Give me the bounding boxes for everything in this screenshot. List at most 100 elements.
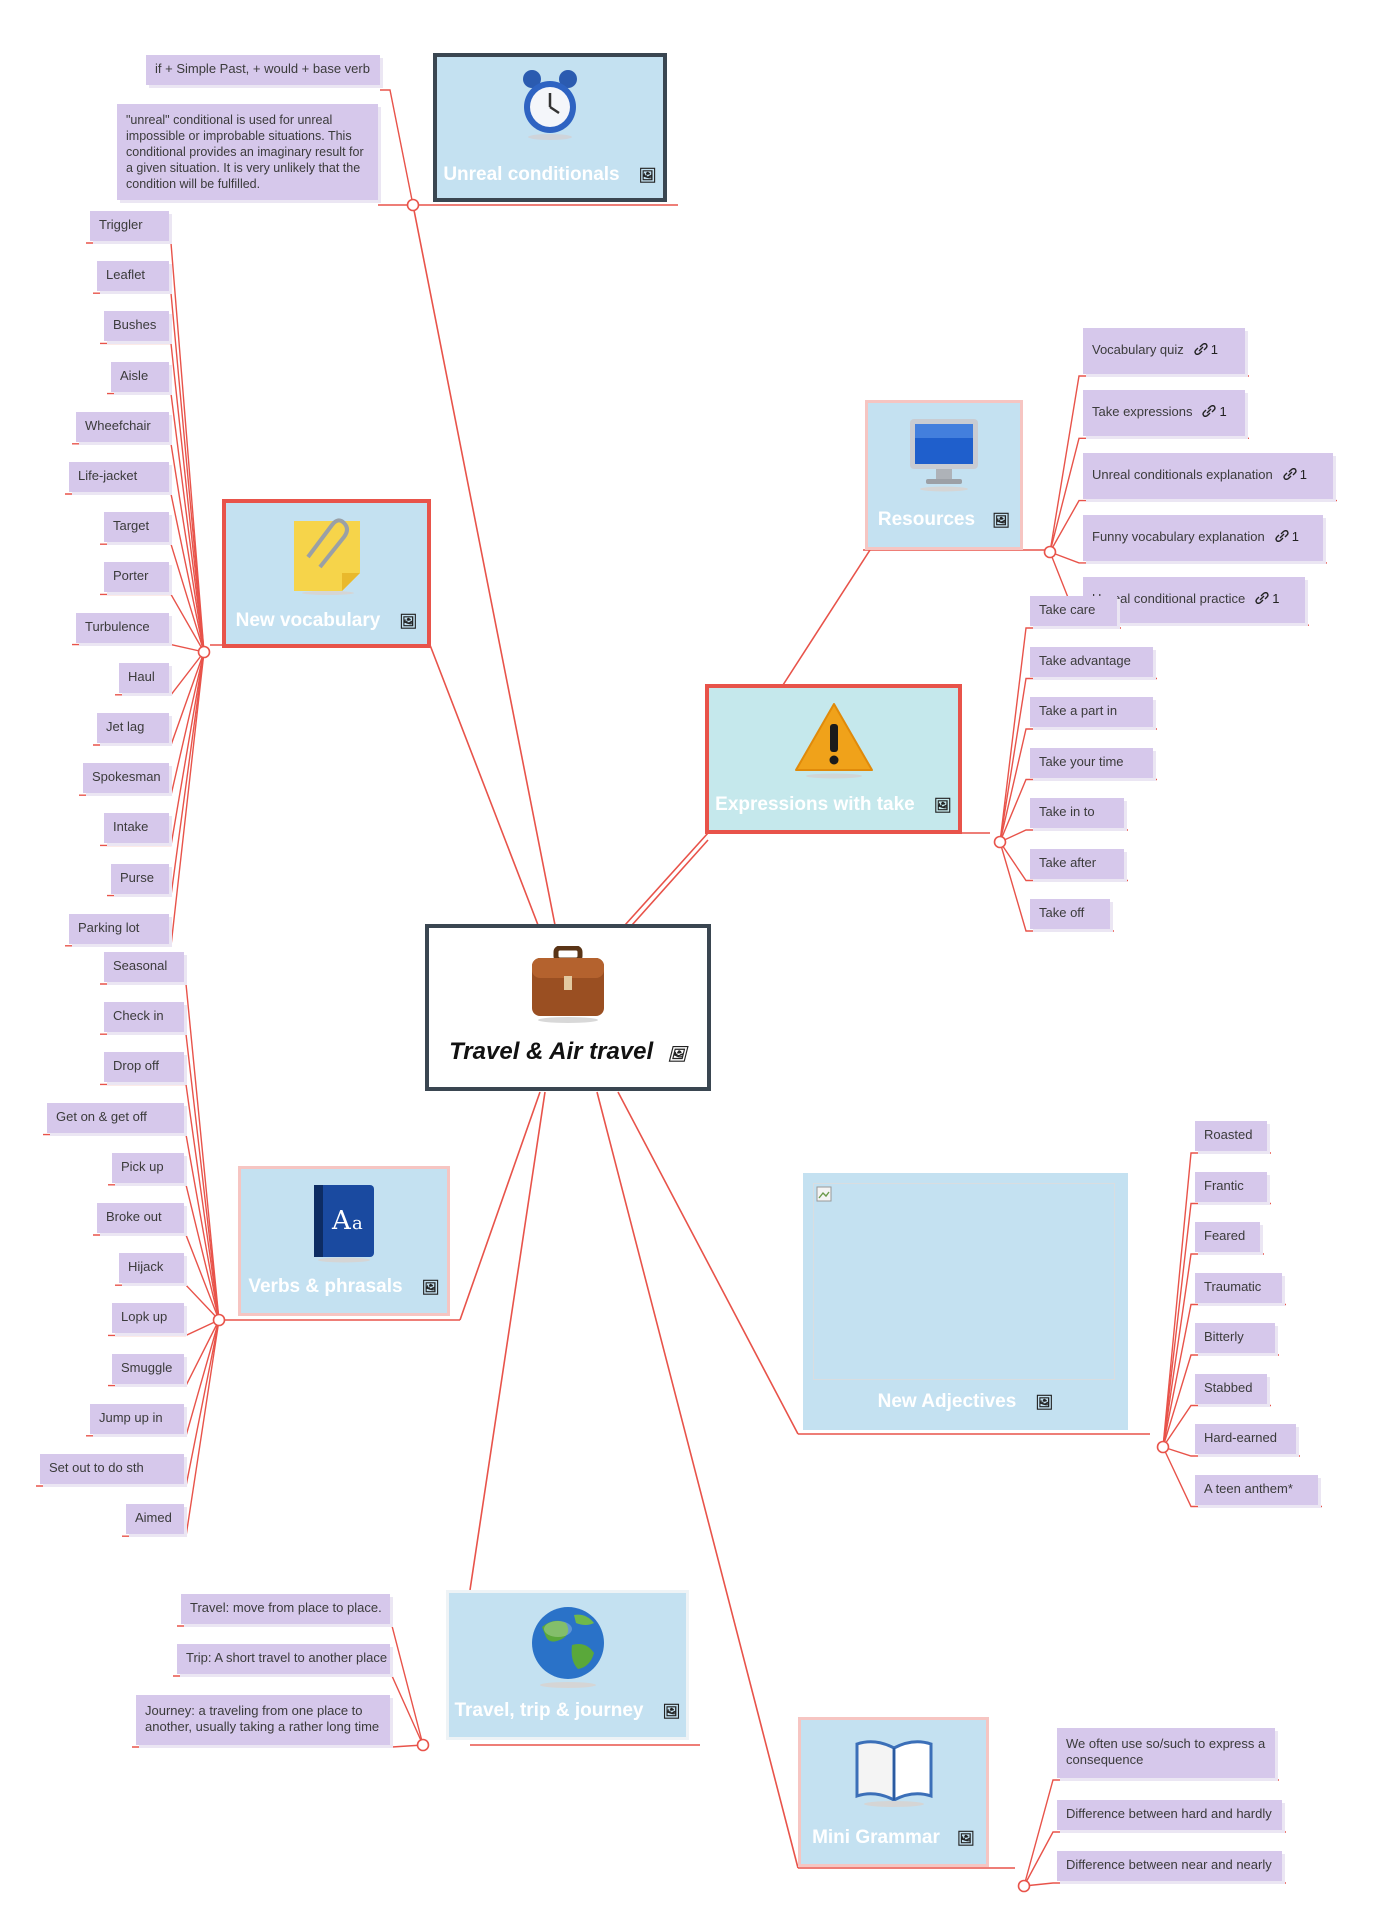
vocab-item-aisle[interactable]: Aisle: [111, 361, 169, 392]
broken-image-icon: [813, 1183, 1115, 1380]
take-item-take-your-time[interactable]: Take your time: [1030, 747, 1153, 778]
leaf-label: Turbulence: [85, 618, 150, 634]
take-item-take-a-part-in[interactable]: Take a part in: [1030, 697, 1153, 727]
adjective-item-traumatic[interactable]: Traumatic: [1195, 1272, 1282, 1303]
leaf-label: Bushes: [113, 317, 157, 333]
adjective-item-roasted[interactable]: Roasted: [1195, 1121, 1267, 1151]
link-icon[interactable]: 1: [1255, 591, 1279, 607]
adjective-item-frantic[interactable]: Frantic: [1195, 1171, 1267, 1202]
leaf-label: Travel: move from place to place.: [190, 1600, 382, 1615]
link-icon[interactable]: 1: [1202, 404, 1227, 420]
monitor-icon: [910, 419, 978, 492]
verbs-item-get-on-get-off[interactable]: Get on & get off: [47, 1102, 184, 1133]
grammar-item-0[interactable]: We often use so/such to express a conseq…: [1057, 1728, 1275, 1778]
leaf-label: Target: [113, 518, 150, 534]
resource-link-unreal-conditionals-explanation[interactable]: Unreal conditionals explanation 1: [1083, 452, 1333, 499]
vocab-item-turbulence[interactable]: Turbulence: [76, 612, 169, 643]
verbs-item-set-out-to-do-sth[interactable]: Set out to do sth: [40, 1454, 184, 1484]
take-item-take-care[interactable]: Take care: [1030, 596, 1117, 626]
verbs-item-jump-up-in[interactable]: Jump up in: [90, 1403, 184, 1434]
new-vocabulary-node[interactable]: New vocabulary 🖼: [222, 499, 431, 648]
note-if-simple-past[interactable]: if + Simple Past, + would + base verb: [146, 55, 380, 85]
take-item-take-off[interactable]: Take off: [1030, 899, 1110, 929]
svg-text:a: a: [352, 1213, 363, 1234]
travel-trip-journey-node[interactable]: Travel, trip & journey 🖼: [446, 1590, 689, 1740]
resource-link-vocabulary-quiz[interactable]: Vocabulary quiz 1: [1083, 328, 1245, 374]
open-book-icon: [855, 1740, 932, 1807]
link-icon[interactable]: 1: [1282, 467, 1307, 483]
leaf-label: Aisle: [120, 367, 149, 383]
verbs-item-pick-up[interactable]: Pick up: [112, 1152, 184, 1183]
verbs-phrasals-node[interactable]: A a Verbs & phrasals 🖼: [238, 1166, 450, 1316]
leaf-label: Parking lot: [78, 919, 140, 935]
leaf-label: Take your time: [1039, 753, 1124, 769]
verbs-item-drop-off[interactable]: Drop off: [104, 1052, 184, 1083]
central-topic[interactable]: Travel & Air travel 🖼: [425, 924, 711, 1091]
resources-title: Resources: [877, 509, 976, 530]
link-icon[interactable]: 1: [1194, 342, 1218, 358]
unreal-conditionals-node[interactable]: Unreal conditionals 🖼: [433, 53, 667, 202]
take-item-take-advantage[interactable]: Take advantage: [1030, 646, 1153, 677]
vocab-item-target[interactable]: Target: [104, 512, 169, 543]
resource-label: Unreal conditionals explanation: [1092, 466, 1273, 482]
vocab-item-life-jacket[interactable]: Life-jacket: [69, 462, 169, 492]
verbs-item-broke-out[interactable]: Broke out: [97, 1203, 184, 1233]
take-item-take-in-to[interactable]: Take in to: [1030, 798, 1124, 828]
link-count: 1: [1219, 404, 1227, 420]
verbs-item-seasonal[interactable]: Seasonal: [104, 952, 184, 982]
take-item-take-after[interactable]: Take after: [1030, 848, 1124, 879]
vocab-item-porter[interactable]: Porter: [104, 562, 169, 593]
adjective-item-bitterly[interactable]: Bitterly: [1195, 1323, 1275, 1353]
verbs-item-check-in[interactable]: Check in: [104, 1002, 184, 1033]
verbs-item-lopk-up[interactable]: Lopk up: [112, 1303, 184, 1334]
image-icon: 🖼: [992, 512, 1011, 528]
vocab-item-leaflet[interactable]: Leaflet: [97, 261, 169, 292]
vocab-item-wheefchair[interactable]: Wheefchair: [76, 411, 169, 442]
leaf-label: Get on & get off: [56, 1108, 147, 1124]
leaf-label: A teen anthem*: [1204, 1480, 1293, 1496]
leaf-label: Pick up: [121, 1158, 164, 1174]
resource-link-unreal-conditional-practice[interactable]: Unreal conditional practice 1: [1083, 577, 1305, 624]
travel-item-0[interactable]: Travel: move from place to place.: [181, 1594, 390, 1624]
leaf-label: Hijack: [128, 1259, 164, 1275]
link-icon[interactable]: 1: [1275, 529, 1299, 545]
adjective-item-stabbed[interactable]: Stabbed: [1195, 1373, 1267, 1404]
dictionary-icon: A a: [314, 1185, 374, 1263]
adjective-item-feared[interactable]: Feared: [1195, 1222, 1260, 1252]
grammar-item-1[interactable]: Difference between hard and hardly: [1057, 1800, 1282, 1830]
note-unreal-definition[interactable]: "unreal" conditional is used for unreal …: [117, 104, 378, 200]
vocab-item-bushes[interactable]: Bushes: [104, 311, 169, 342]
mini-grammar-title: Mini Grammar: [812, 1827, 940, 1848]
vocab-item-haul[interactable]: Haul: [119, 662, 169, 693]
leaf-label: Take in to: [1039, 804, 1095, 819]
grammar-item-2[interactable]: Difference between near and nearly: [1057, 1851, 1282, 1881]
vocab-item-purse[interactable]: Purse: [111, 863, 169, 894]
resource-label: Unreal conditional practice: [1092, 591, 1246, 607]
new-adjectives-node[interactable]: New Adjectives 🖼: [803, 1173, 1128, 1430]
adjective-item-a-teen-anthem[interactable]: A teen anthem*: [1195, 1474, 1318, 1505]
travel-item-2[interactable]: Journey: a traveling from one place to a…: [136, 1695, 390, 1745]
adjective-item-hard-earned[interactable]: Hard-earned: [1195, 1424, 1296, 1454]
leaf-label: Take a part in: [1039, 703, 1118, 718]
verbs-item-hijack[interactable]: Hijack: [119, 1253, 184, 1284]
leaf-label: Take off: [1039, 905, 1085, 920]
leaf-label: Frantic: [1204, 1177, 1244, 1193]
svg-text:A: A: [331, 1206, 352, 1236]
verbs-item-smuggle[interactable]: Smuggle: [112, 1353, 184, 1384]
vocab-item-spokesman[interactable]: Spokesman: [83, 763, 169, 794]
resource-label: Vocabulary quiz: [1092, 342, 1184, 357]
vocab-item-triggler[interactable]: Triggler: [90, 211, 169, 241]
leaf-label: Wheefchair: [85, 417, 151, 433]
resources-node[interactable]: Resources 🖼: [865, 400, 1023, 550]
expressions-take-node[interactable]: Expressions with take 🖼: [705, 684, 962, 834]
mini-grammar-node[interactable]: Mini Grammar 🖼: [798, 1717, 989, 1867]
vocab-item-jet-lag[interactable]: Jet lag: [97, 713, 169, 743]
verbs-item-aimed[interactable]: Aimed: [126, 1504, 184, 1535]
vocab-item-intake[interactable]: Intake: [104, 813, 169, 844]
image-icon: 🖼: [1035, 1394, 1054, 1410]
link-count: 1: [1291, 528, 1299, 544]
travel-item-1[interactable]: Trip: A short travel to another place: [177, 1644, 390, 1674]
vocab-item-parking-lot[interactable]: Parking lot: [69, 913, 169, 944]
